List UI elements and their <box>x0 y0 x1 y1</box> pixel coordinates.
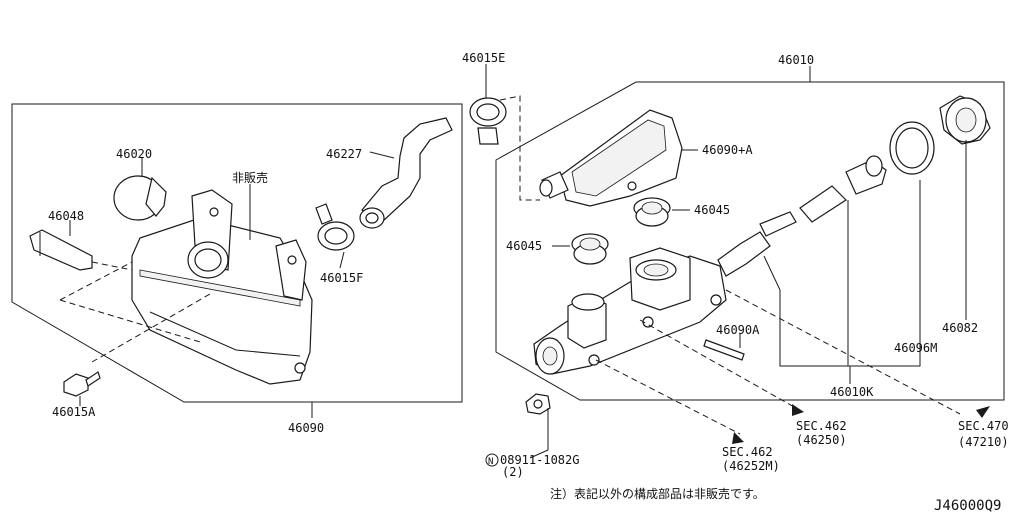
reservoir-46090A <box>539 109 683 207</box>
arrow-sec470 <box>976 406 990 418</box>
master-cylinder-body <box>533 247 727 375</box>
grommet-right <box>633 197 671 227</box>
label-46015A: 46015A <box>52 405 96 419</box>
label-46227: 46227 <box>326 147 362 161</box>
label-46015F: 46015F <box>320 271 363 285</box>
label-46090A: 46090A <box>716 323 760 337</box>
label-46090-plus-a: 46090+A <box>702 143 753 157</box>
label-sec462-b: SEC.462 <box>722 445 773 459</box>
grommet-left <box>571 233 609 265</box>
footnote: 注）表記以外の構成部品は非販売です。 <box>550 486 765 501</box>
piston-kit <box>717 155 887 277</box>
label-sec470: SEC.470 <box>958 419 1009 433</box>
label-sec462-b-sub: (46252M) <box>722 459 780 473</box>
o-ring-46096M <box>889 121 935 175</box>
label-46096M: 46096M <box>894 341 937 355</box>
label-46010: 46010 <box>778 53 814 67</box>
label-08911-qty: (2) <box>502 465 524 479</box>
label-sec462-a-sub: (46250) <box>796 433 847 447</box>
label-46090: 46090 <box>288 421 324 435</box>
leader-lines <box>69 64 967 459</box>
label-08911-1082G: 08911-1082G <box>500 453 579 467</box>
diagram-code: J46000Q9 <box>934 498 1001 512</box>
label-46015E: 46015E <box>462 51 505 65</box>
master-cylinder-frame <box>495 81 1005 401</box>
arrow-sec462-a <box>792 404 804 416</box>
clamp-46015F <box>315 203 355 251</box>
label-n-symbol: N <box>488 457 493 467</box>
reservoir-cap <box>113 175 167 221</box>
reservoir-assembly-frame <box>11 103 463 403</box>
hose-46227 <box>359 117 453 229</box>
label-46082: 46082 <box>942 321 978 335</box>
label-not-for-sale: 非販売 <box>232 170 268 185</box>
label-46048: 46048 <box>48 209 84 223</box>
label-sec462-a: SEC.462 <box>796 419 847 433</box>
label-46045-right: 46045 <box>694 203 730 217</box>
label-46045-left: 46045 <box>506 239 542 253</box>
guide-lines <box>59 95 961 435</box>
clamp-46015E <box>469 97 507 145</box>
label-46010K: 46010K <box>830 385 874 399</box>
clip-46048 <box>29 229 93 271</box>
reservoir-tank <box>131 189 313 385</box>
arrow-sec462-b <box>732 432 744 444</box>
pin-46090A <box>703 339 745 361</box>
nut-08911 <box>525 393 551 415</box>
bolt-46015A <box>63 371 101 397</box>
label-sec470-sub: (47210) <box>958 435 1009 449</box>
nut-part-number: N 08911-1082G (2) <box>485 453 579 479</box>
label-46020: 46020 <box>116 147 152 161</box>
boot-46082 <box>939 95 991 145</box>
